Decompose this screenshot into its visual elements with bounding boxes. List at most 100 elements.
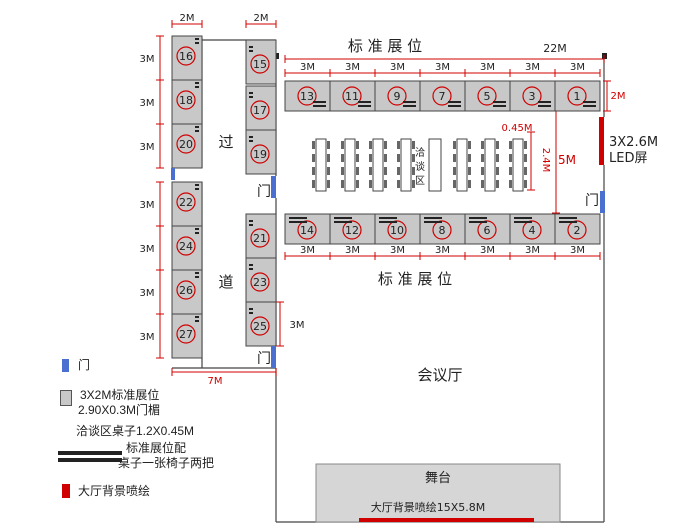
- booth-20-number: 20: [179, 138, 193, 151]
- door-corridor[interactable]: [171, 168, 175, 180]
- chair: [481, 141, 484, 149]
- top-booth-dim-label: 3M: [480, 62, 495, 73]
- booth-26-number: 26: [179, 284, 193, 297]
- legend-booth-line-1: 3X2M标准展位: [80, 388, 160, 402]
- booth-25-circle: [250, 316, 270, 336]
- booth-4-desk: [514, 221, 532, 223]
- door-label-right: 门: [585, 193, 599, 209]
- chair: [412, 154, 415, 162]
- booth-12-desk: [334, 217, 352, 219]
- booth-23-number: 23: [253, 276, 267, 289]
- legend-table-label: 洽谈区桌子1.2X0.45M: [76, 424, 195, 438]
- chair: [327, 141, 330, 149]
- booth-10-desk: [379, 217, 397, 219]
- chair: [327, 180, 330, 188]
- booth-11-desk: [358, 105, 371, 107]
- booth-6-desk: [469, 221, 487, 223]
- chair: [412, 180, 415, 188]
- booth-3-desk: [538, 105, 551, 107]
- booth-12-number: 12: [345, 224, 359, 237]
- booth-27-circle: [176, 324, 196, 344]
- chair: [453, 167, 456, 175]
- booth-23-circle: [250, 272, 270, 292]
- left-col-dim-label: 3M: [140, 98, 155, 109]
- booth-2-desk: [559, 221, 577, 223]
- booth-15-desk: [249, 46, 253, 48]
- booth-22-number: 22: [179, 196, 193, 209]
- booth-1-desk: [583, 105, 596, 107]
- right-col-width-label: 2M: [254, 13, 269, 24]
- legend-desk-swatch-1: [58, 451, 122, 455]
- booth-20-desk: [195, 126, 199, 128]
- chair: [496, 141, 499, 149]
- led-label-line-1: 3X2.6M: [609, 135, 658, 150]
- booth-4-number: 4: [529, 224, 536, 237]
- booth-3-desk: [538, 101, 551, 103]
- chair: [509, 141, 512, 149]
- legend-backdrop-label: 大厅背景喷绘: [78, 484, 151, 498]
- door-lower[interactable]: [271, 346, 276, 368]
- negotiation-table: [400, 138, 412, 192]
- booth-3-number: 3: [529, 90, 536, 103]
- bottom-booth-dim-label: 3M: [480, 245, 495, 256]
- booth-17-circle: [250, 100, 270, 120]
- chair: [312, 141, 315, 149]
- chair: [341, 180, 344, 188]
- legend-desk-line-2: 桌子一张椅子两把: [118, 456, 215, 470]
- booth-2-desk: [559, 217, 577, 219]
- booth-27-desk: [195, 316, 199, 318]
- negotiation-table: [372, 138, 384, 192]
- chair: [496, 180, 499, 188]
- chair: [468, 180, 471, 188]
- negotiation-area-box: [428, 138, 442, 192]
- booth-1-circle: [567, 86, 587, 106]
- corridor-width-label: 7M: [208, 376, 223, 387]
- chair: [312, 154, 315, 162]
- booth-19-desk: [249, 140, 253, 142]
- legend-door-label: 门: [78, 358, 91, 372]
- negotiation-table: [512, 138, 524, 192]
- chair: [481, 154, 484, 162]
- booth-16-circle: [176, 46, 196, 66]
- booth-24-number: 24: [179, 240, 193, 253]
- chair: [356, 180, 359, 188]
- top-row-label: 标 准 展 位: [348, 37, 422, 55]
- left-col-width-label: 2M: [180, 13, 195, 24]
- booth-21-number: 21: [253, 232, 267, 245]
- corridor-bottom-label: 道: [218, 273, 233, 291]
- booth-14-desk: [289, 221, 307, 223]
- booth-5-desk: [493, 101, 506, 103]
- booth-2-number: 2: [574, 224, 581, 237]
- chair: [412, 167, 415, 175]
- booth-13-circle: [297, 86, 317, 106]
- door-upper[interactable]: [271, 176, 276, 198]
- booth-6-number: 6: [484, 224, 491, 237]
- booth-13-desk: [313, 105, 326, 107]
- stage-backdrop-label: 大厅背景喷绘15X5.8M: [371, 500, 486, 514]
- chair: [496, 167, 499, 175]
- chair: [384, 167, 387, 175]
- chair: [524, 167, 527, 175]
- booth-8-desk: [424, 221, 442, 223]
- chair: [481, 167, 484, 175]
- chair: [369, 154, 372, 162]
- legend-booth-swatch: [60, 390, 72, 406]
- chair: [397, 154, 400, 162]
- chair: [453, 180, 456, 188]
- booth-11-desk: [358, 101, 371, 103]
- booth-18-desk: [195, 86, 199, 88]
- chair: [412, 141, 415, 149]
- chair: [524, 180, 527, 188]
- chair: [312, 167, 315, 175]
- chair: [453, 154, 456, 162]
- left-col-dim-label: 3M: [140, 288, 155, 299]
- booth-17-desk: [249, 92, 253, 94]
- booth-14-desk: [289, 217, 307, 219]
- booth-18-desk: [195, 82, 199, 84]
- gap-small-label: 0.45M: [502, 123, 533, 134]
- booth-9-desk: [403, 101, 416, 103]
- gap-label: 5M: [558, 153, 576, 167]
- door-right[interactable]: [600, 191, 605, 213]
- booth-22-desk: [195, 184, 199, 186]
- left-col-dim-label: 3M: [140, 332, 155, 343]
